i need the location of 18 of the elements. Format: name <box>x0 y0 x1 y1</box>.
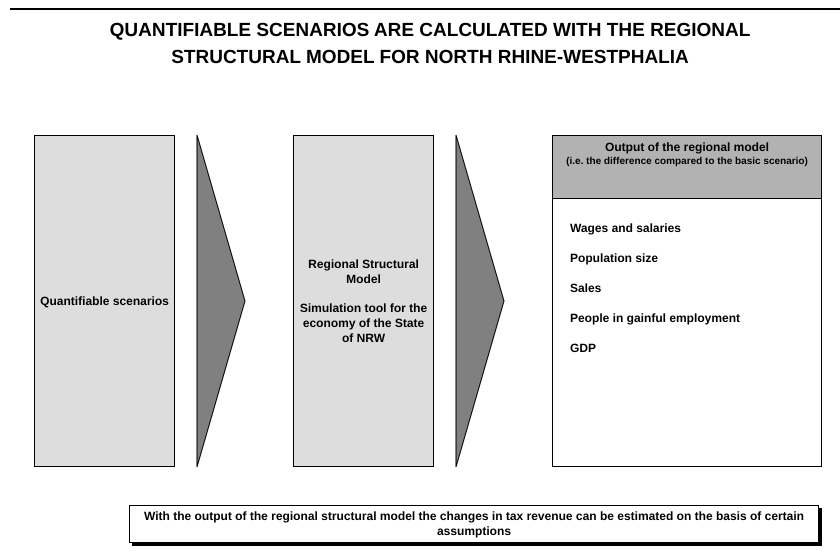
panel-subheading: (i.e. the difference compared to the basic scenario) <box>566 155 808 168</box>
box-text: Regional Structural Model <box>307 256 420 286</box>
note-box <box>129 505 819 543</box>
process-box <box>293 135 434 467</box>
chevron-arrow <box>456 134 505 468</box>
output-item: Sales <box>570 281 602 296</box>
output-item: GDP <box>570 341 598 356</box>
box-text: Simulation tool for the economy of the State of NRW <box>298 300 428 346</box>
box-text: Quantifiable scenarios <box>40 294 169 308</box>
output-panel <box>552 135 822 467</box>
note-text: With the output of the regional structural model the changes in tax revenue can be estimated on the basis of certain assumptions <box>142 509 805 539</box>
output-item: Wages and salaries <box>570 221 682 236</box>
title: QUANTIFIABLE SCENARIOS ARE CALCULATED WITH THE REGIONAL STRUCTURAL MODEL FOR NORTH RHINE-WESTPHALIA <box>108 19 752 70</box>
chevron-arrow <box>196 134 246 468</box>
output-item: People in gainful employment <box>570 311 742 326</box>
process-box <box>34 135 175 467</box>
output-item: Population size <box>570 251 660 266</box>
panel-heading: Output of the regional model <box>605 140 769 155</box>
